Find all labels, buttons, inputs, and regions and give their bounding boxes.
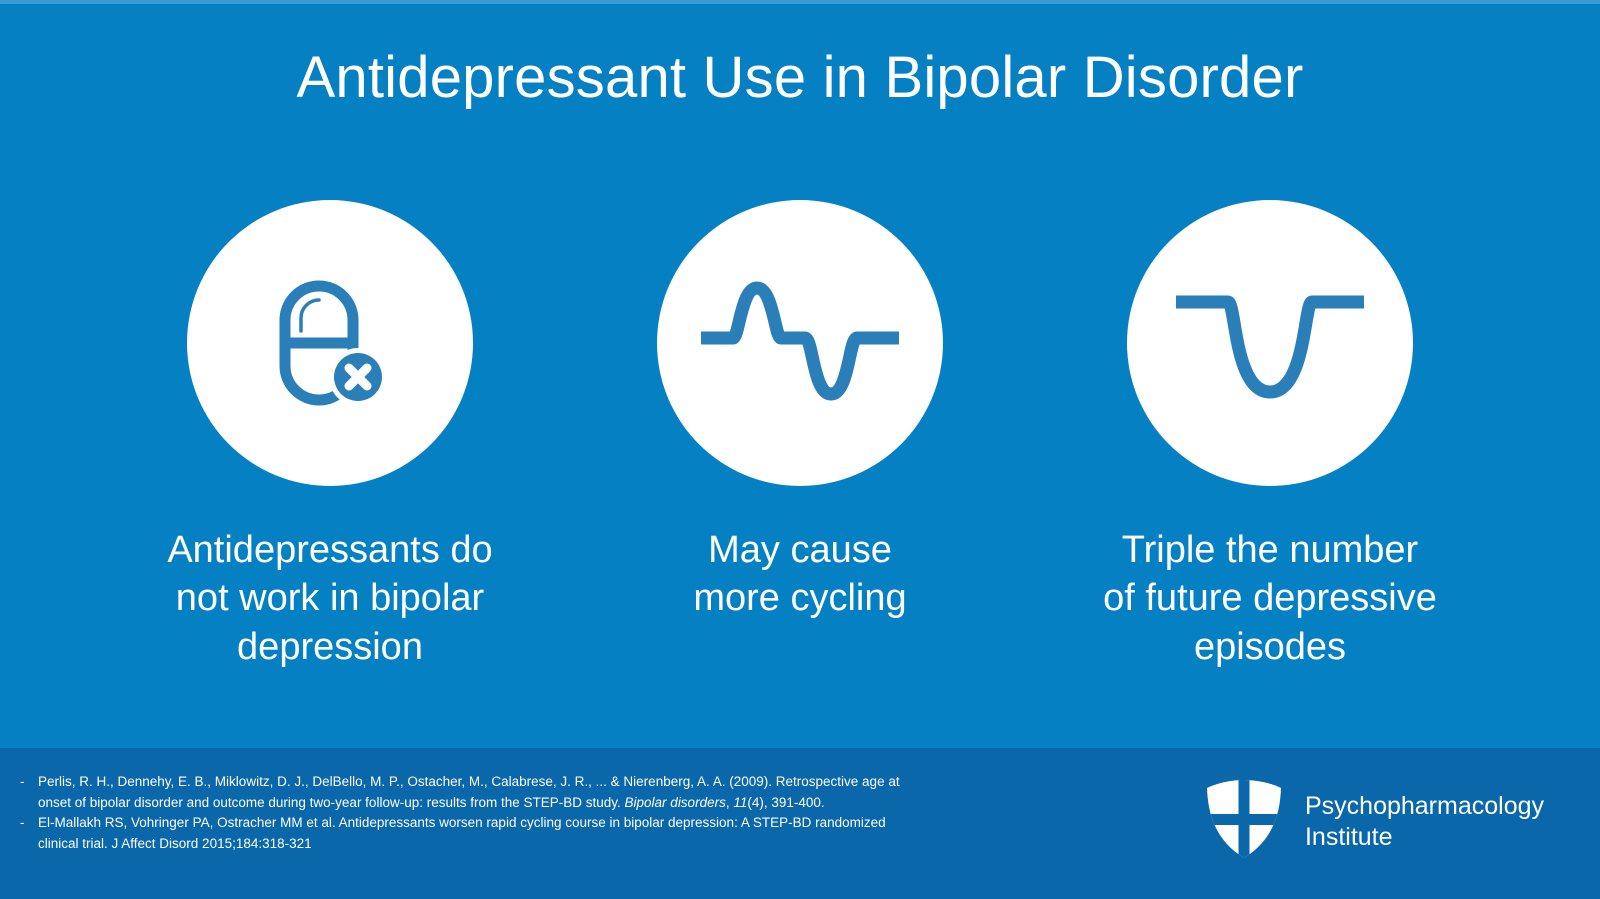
mood-cycling-wave-icon — [695, 268, 905, 418]
footer-bar: - Perlis, R. H., Dennehy, E. B., Miklowi… — [0, 748, 1600, 899]
reference-text-part1: Perlis, R. H., Dennehy, E. B., Miklowitz… — [38, 774, 900, 810]
feature-caption-1: Antidepressants do not work in bipolar d… — [167, 529, 493, 668]
reference-text: El-Mallakh RS, Vohringer PA, Ostracher M… — [38, 813, 914, 854]
references-list: - Perlis, R. H., Dennehy, E. B., Miklowi… — [14, 772, 914, 854]
top-accent-rule — [0, 0, 1600, 4]
depressive-dip-icon — [1170, 268, 1370, 418]
feature-caption-2: May cause more cycling — [693, 529, 907, 620]
reference-text-part1: El-Mallakh RS, Vohringer PA, Ostracher M… — [38, 815, 886, 851]
page-title: Antidepressant Use in Bipolar Disorder — [296, 45, 1304, 110]
icon-circle-2 — [657, 200, 943, 486]
reference-item-2: - El-Mallakh RS, Vohringer PA, Ostracher… — [14, 813, 914, 854]
reference-text-part3: (4), 391-400. — [747, 794, 825, 810]
feature-column-3: Triple the number of future depressive e… — [1035, 200, 1505, 671]
reference-bullet: - — [20, 815, 25, 831]
feature-column-1: Antidepressants do not work in bipolar d… — [95, 200, 565, 671]
feature-columns: Antidepressants do not work in bipolar d… — [0, 200, 1600, 680]
reference-text: Perlis, R. H., Dennehy, E. B., Miklowitz… — [38, 772, 914, 813]
reference-volume: 11 — [733, 794, 748, 810]
reference-text-part2: , — [725, 794, 734, 810]
shield-cross-logo — [1201, 776, 1287, 867]
icon-circle-1 — [187, 200, 473, 486]
pill-crossed-out-icon — [255, 268, 405, 418]
feature-column-2: May cause more cycling — [565, 200, 1035, 623]
feature-caption-3: Triple the number of future depressive e… — [1103, 529, 1437, 668]
icon-circle-3 — [1127, 200, 1413, 486]
brand-lockup: Psychopharmacology Institute — [1201, 776, 1544, 867]
reference-item-1: - Perlis, R. H., Dennehy, E. B., Miklowi… — [14, 772, 914, 813]
reference-journal-title: Bipolar disorders — [624, 794, 726, 810]
reference-bullet: - — [20, 774, 25, 789]
brand-name: Psychopharmacology Institute — [1304, 792, 1544, 851]
